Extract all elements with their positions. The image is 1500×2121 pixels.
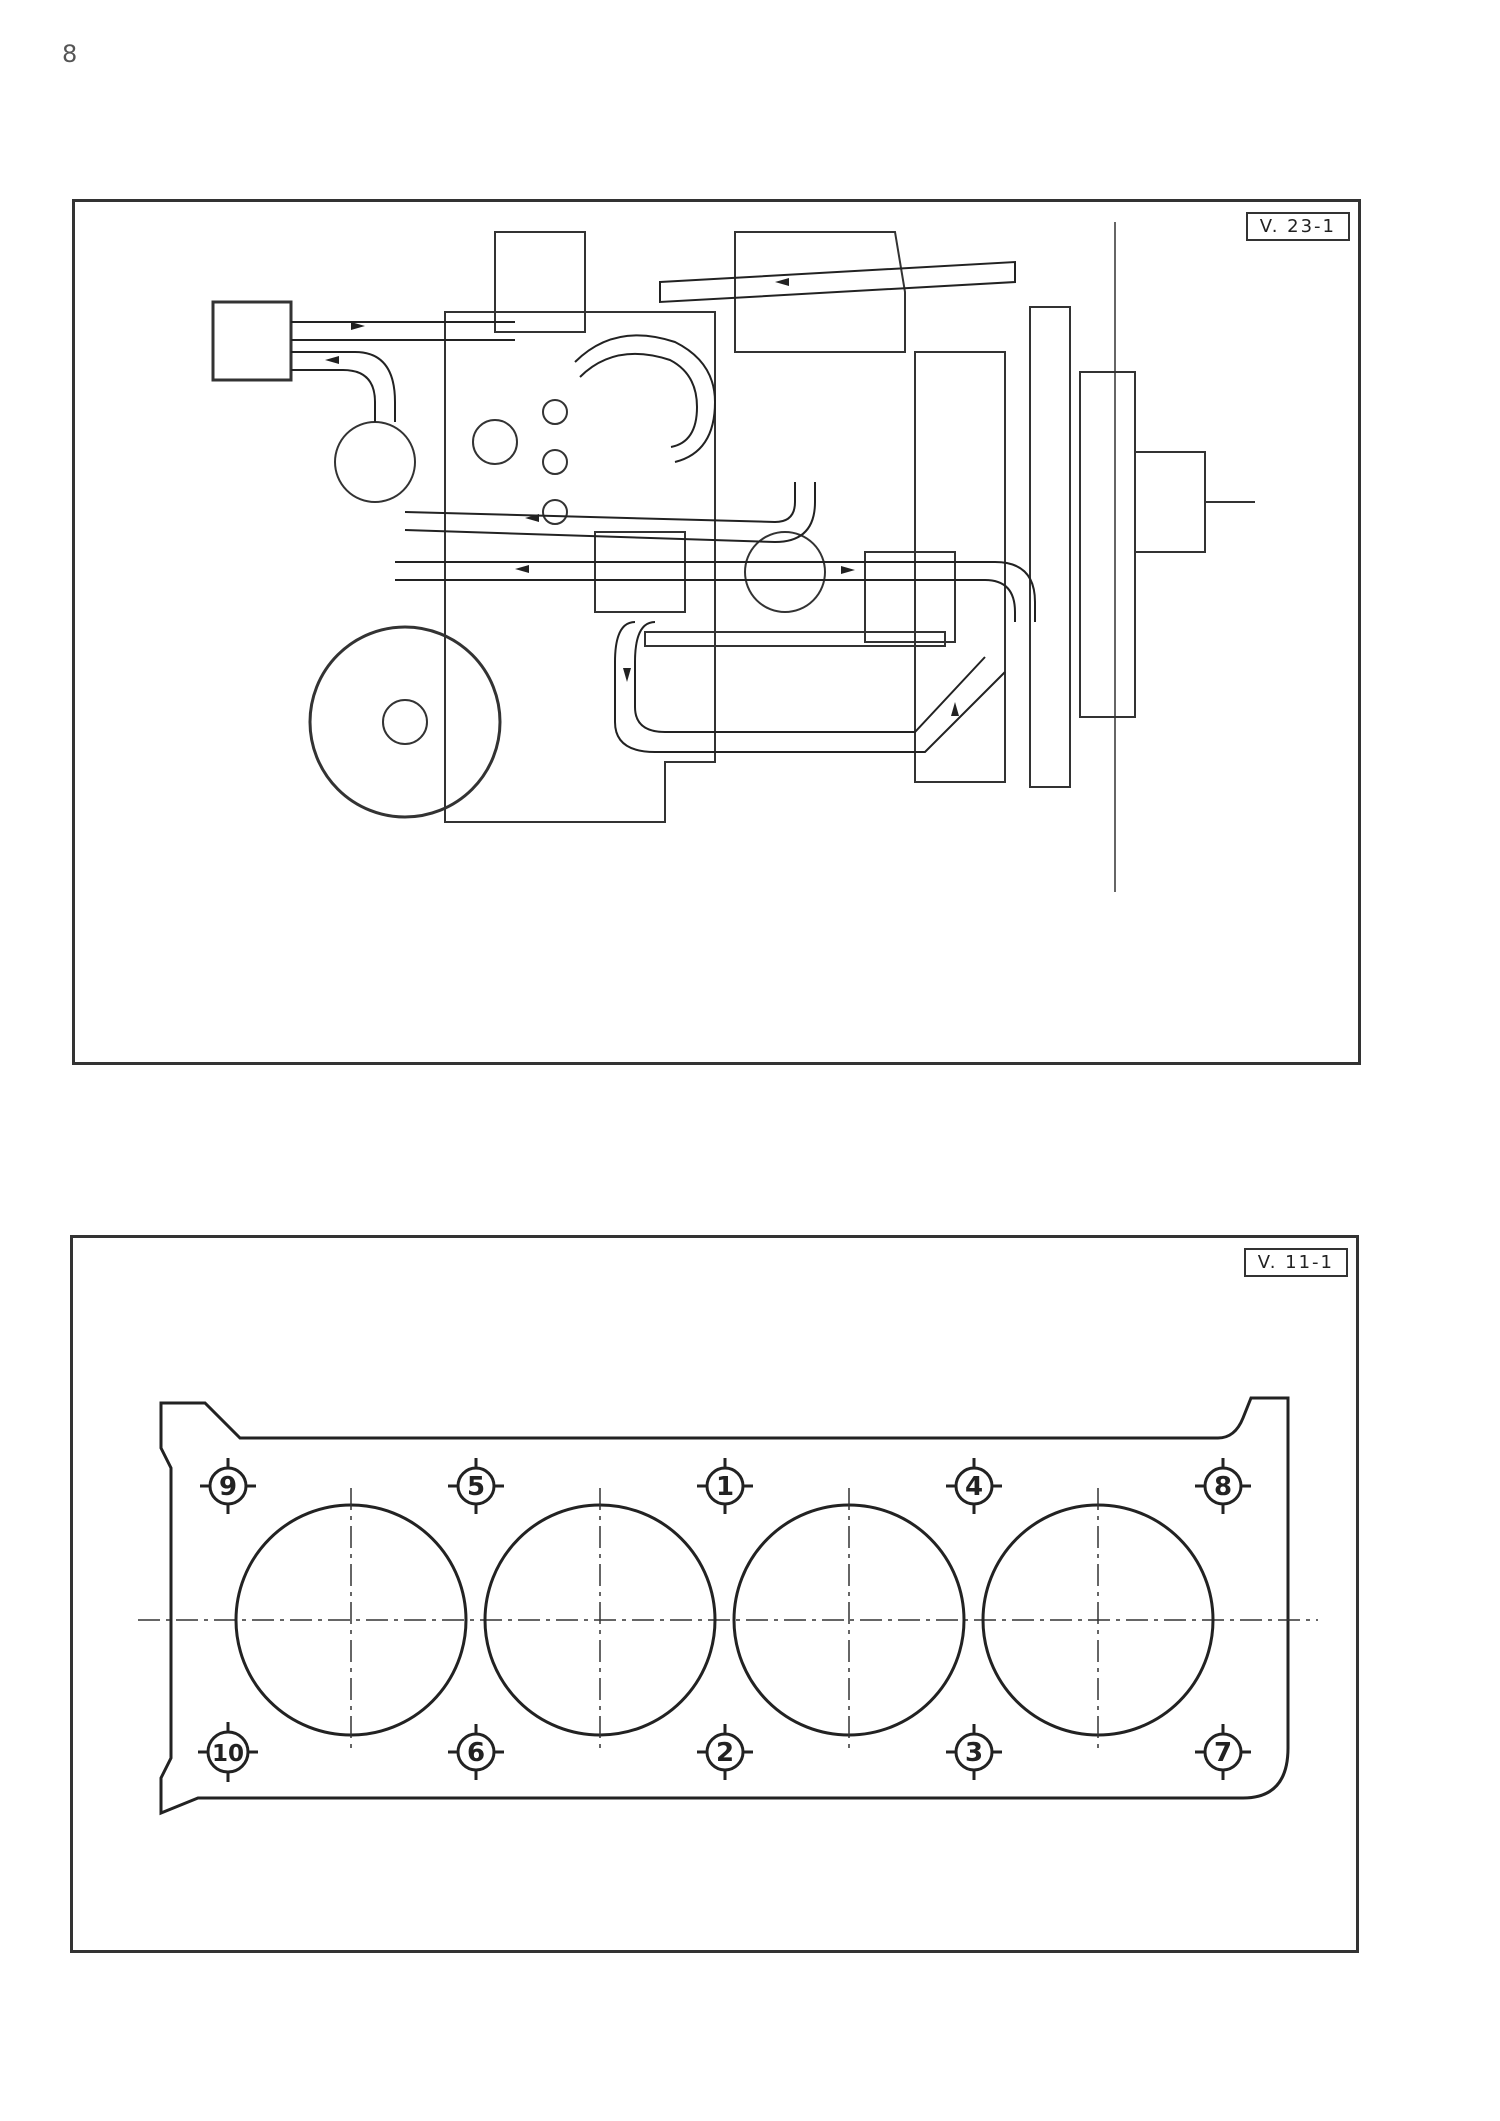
cooling-circuit-figure: V. 23-1: [72, 199, 1361, 1065]
carburettor-housing: [494, 231, 586, 333]
bolt-number: 6: [467, 1738, 485, 1768]
bolt-position-icon: [697, 1458, 753, 1514]
oil-filter: [744, 531, 826, 613]
page-number: 8: [62, 40, 78, 68]
bolt-position-icon: [1195, 1458, 1251, 1514]
bolt-position-icon: [448, 1724, 504, 1780]
bolt-number: 9: [219, 1472, 237, 1502]
bolt-position-icon: [946, 1458, 1002, 1514]
radiator-core: [1029, 306, 1071, 788]
flow-arrow-icon: [325, 278, 959, 716]
expansion-tank: [308, 625, 502, 819]
heater-loop-hose: [574, 334, 717, 463]
bolt-number: 10: [212, 1741, 244, 1767]
air-filter-housing: [734, 231, 906, 353]
bolt-number: 3: [965, 1738, 983, 1768]
bolt-number: 8: [1214, 1472, 1232, 1502]
water-valve-body: [334, 421, 416, 503]
figure-reference-label: V. 11-1: [1243, 1248, 1348, 1277]
cooling-circuit-drawing: [211, 222, 1255, 892]
bolt-position-icon: [448, 1458, 504, 1514]
heater-feed-hose: [291, 351, 396, 422]
water-pump: [594, 531, 686, 613]
alternator: [864, 551, 956, 643]
engine-front-cover: [914, 351, 1006, 783]
fan-pulley: [1079, 371, 1136, 718]
lower-return-hose: [395, 561, 1036, 622]
heater-box: [211, 300, 293, 382]
bolt-position-icon: [198, 1722, 258, 1782]
fan-hub: [1134, 451, 1206, 553]
engine-block: [444, 311, 716, 823]
figure-reference-label: V. 23-1: [1245, 212, 1350, 241]
bolt-position-icon: [200, 1458, 256, 1514]
radiator-bottom-hose: [614, 621, 1006, 753]
bolt-position-icon: [946, 1724, 1002, 1780]
bypass-hose: [404, 482, 816, 544]
bolt-number: 7: [1214, 1738, 1232, 1768]
bolt-number: 1: [716, 1472, 734, 1502]
bolt-position-icon: [697, 1724, 753, 1780]
radiator-top-hose: [659, 260, 1016, 304]
bolt-number: 5: [467, 1472, 485, 1502]
cylinder-head-gasket-drawing: 9 5 1 4 8 10 6 2 3 7: [138, 1396, 1318, 1816]
cylinder-head-tightening-figure: V. 11-1: [70, 1235, 1359, 1953]
bolt-number: 4: [965, 1472, 983, 1502]
bolt-number: 2: [716, 1738, 734, 1768]
bolt-position-icon: [1195, 1724, 1251, 1780]
gasket-outline: [159, 1396, 1290, 1816]
heater-return-hose: [291, 321, 515, 341]
